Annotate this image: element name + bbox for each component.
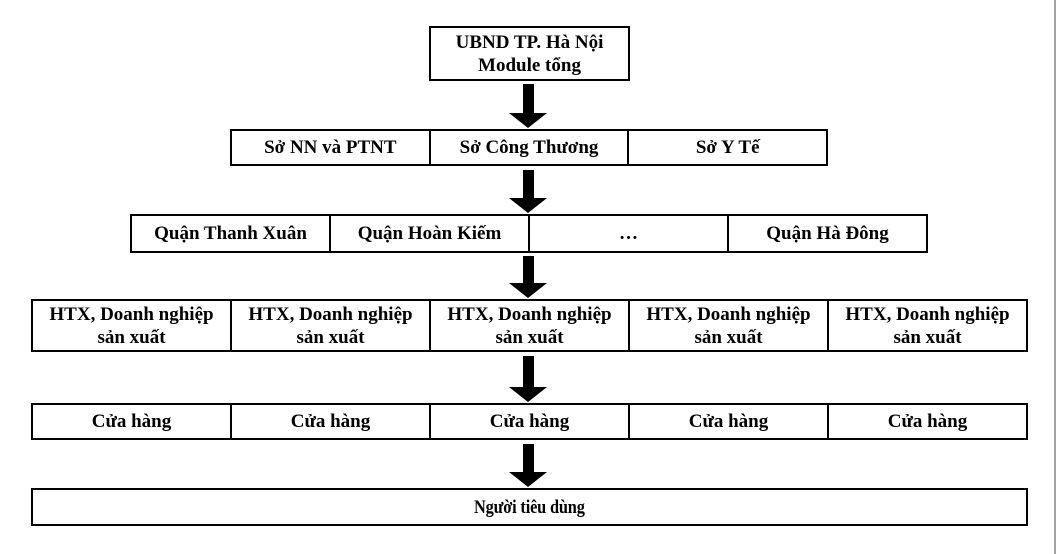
org-box-quan-hoan-kiem: Quận Hoàn Kiếm [329, 216, 528, 251]
level-shops: Cửa hàng Cửa hàng Cửa hàng Cửa hàng Cửa … [31, 403, 1028, 440]
level-consumers: Người tiêu dùng [31, 488, 1028, 526]
arrow-head [509, 283, 547, 298]
org-box-producer-2: HTX, Doanh nghiệp sản xuất [230, 301, 429, 350]
org-box-producer-1: HTX, Doanh nghiệp sản xuất [49, 303, 214, 348]
down-arrow-producers-to-shops [509, 356, 547, 402]
org-box-shop-4: Cửa hàng [628, 405, 827, 438]
level-departments: Sở NN và PTNT Sở Công Thương Sở Y Tế [230, 129, 828, 166]
arrow-head [509, 387, 547, 402]
down-arrow-departments-to-districts [509, 170, 547, 213]
org-box-producer-3: HTX, Doanh nghiệp sản xuất [429, 301, 628, 350]
org-box-shop-2: Cửa hàng [230, 405, 429, 438]
consumers-label: Người tiêu dùng [474, 496, 585, 518]
arrow-shaft [522, 444, 534, 472]
org-box-so-cong-thuong: Sở Công Thương [428, 131, 628, 164]
org-box-shop-3: Cửa hàng [429, 405, 628, 438]
down-arrow-city-to-departments [509, 84, 547, 128]
org-box-shop-1: Cửa hàng [91, 411, 172, 432]
org-box-producer-5: HTX, Doanh nghiệp sản xuất [827, 301, 1026, 350]
org-box-quan-thanh-xuan: Quận Thanh Xuân [154, 223, 307, 244]
arrow-head [509, 113, 547, 128]
org-box-shop-5: Cửa hàng [827, 405, 1026, 438]
org-box-consumers: Người tiêu dùng [33, 490, 1026, 524]
org-box-producer-4: HTX, Doanh nghiệp sản xuất [628, 301, 827, 350]
org-box-ubnd-hanoi: UBND TP. Hà Nội Module tổng [455, 31, 604, 76]
org-box-so-nn-ptnt: Sở NN và PTNT [264, 137, 397, 158]
down-arrow-shops-to-consumers [509, 444, 547, 487]
level-districts: Quận Thanh Xuân Quận Hoàn Kiếm … Quận Hà… [130, 214, 928, 253]
arrow-shaft [522, 256, 534, 283]
down-arrow-districts-to-producers [509, 256, 547, 298]
org-box-districts-ellipsis: … [528, 216, 727, 251]
arrow-head [509, 472, 547, 487]
level-producers: HTX, Doanh nghiệp sản xuất HTX, Doanh ng… [31, 299, 1028, 352]
org-box-so-y-te: Sở Y Tế [627, 131, 826, 164]
level-city-government: UBND TP. Hà Nội Module tổng [429, 26, 630, 81]
org-box-quan-ha-dong: Quận Hà Đông [727, 216, 926, 251]
arrow-shaft [522, 170, 534, 198]
arrow-shaft [522, 356, 534, 387]
arrow-shaft [522, 84, 534, 113]
page-edge-line [1054, 0, 1056, 554]
arrow-head [509, 198, 547, 213]
